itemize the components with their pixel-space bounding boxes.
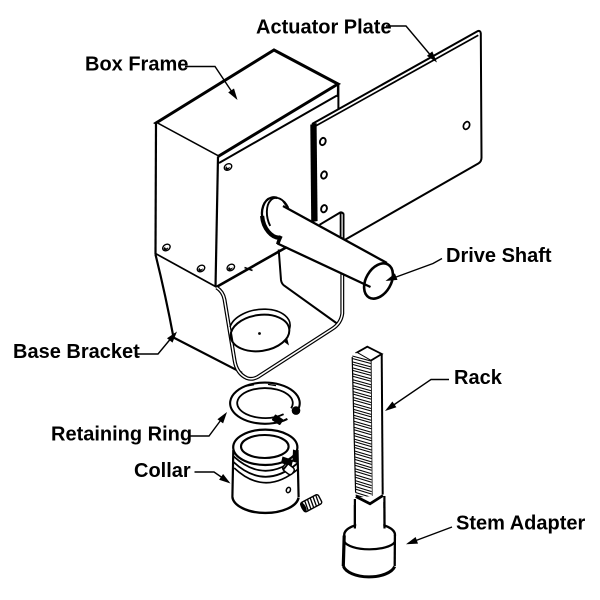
- svg-text:Collar: Collar: [134, 460, 191, 482]
- svg-text:Box Frame: Box Frame: [85, 54, 188, 76]
- svg-text:Rack: Rack: [454, 367, 503, 389]
- svg-text:Retaining Ring: Retaining Ring: [51, 424, 192, 446]
- svg-text:Actuator Plate: Actuator Plate: [256, 17, 392, 39]
- svg-text:Base Bracket: Base Bracket: [13, 341, 140, 363]
- svg-text:Stem Adapter: Stem Adapter: [456, 513, 586, 535]
- svg-text:Drive Shaft: Drive Shaft: [446, 245, 552, 267]
